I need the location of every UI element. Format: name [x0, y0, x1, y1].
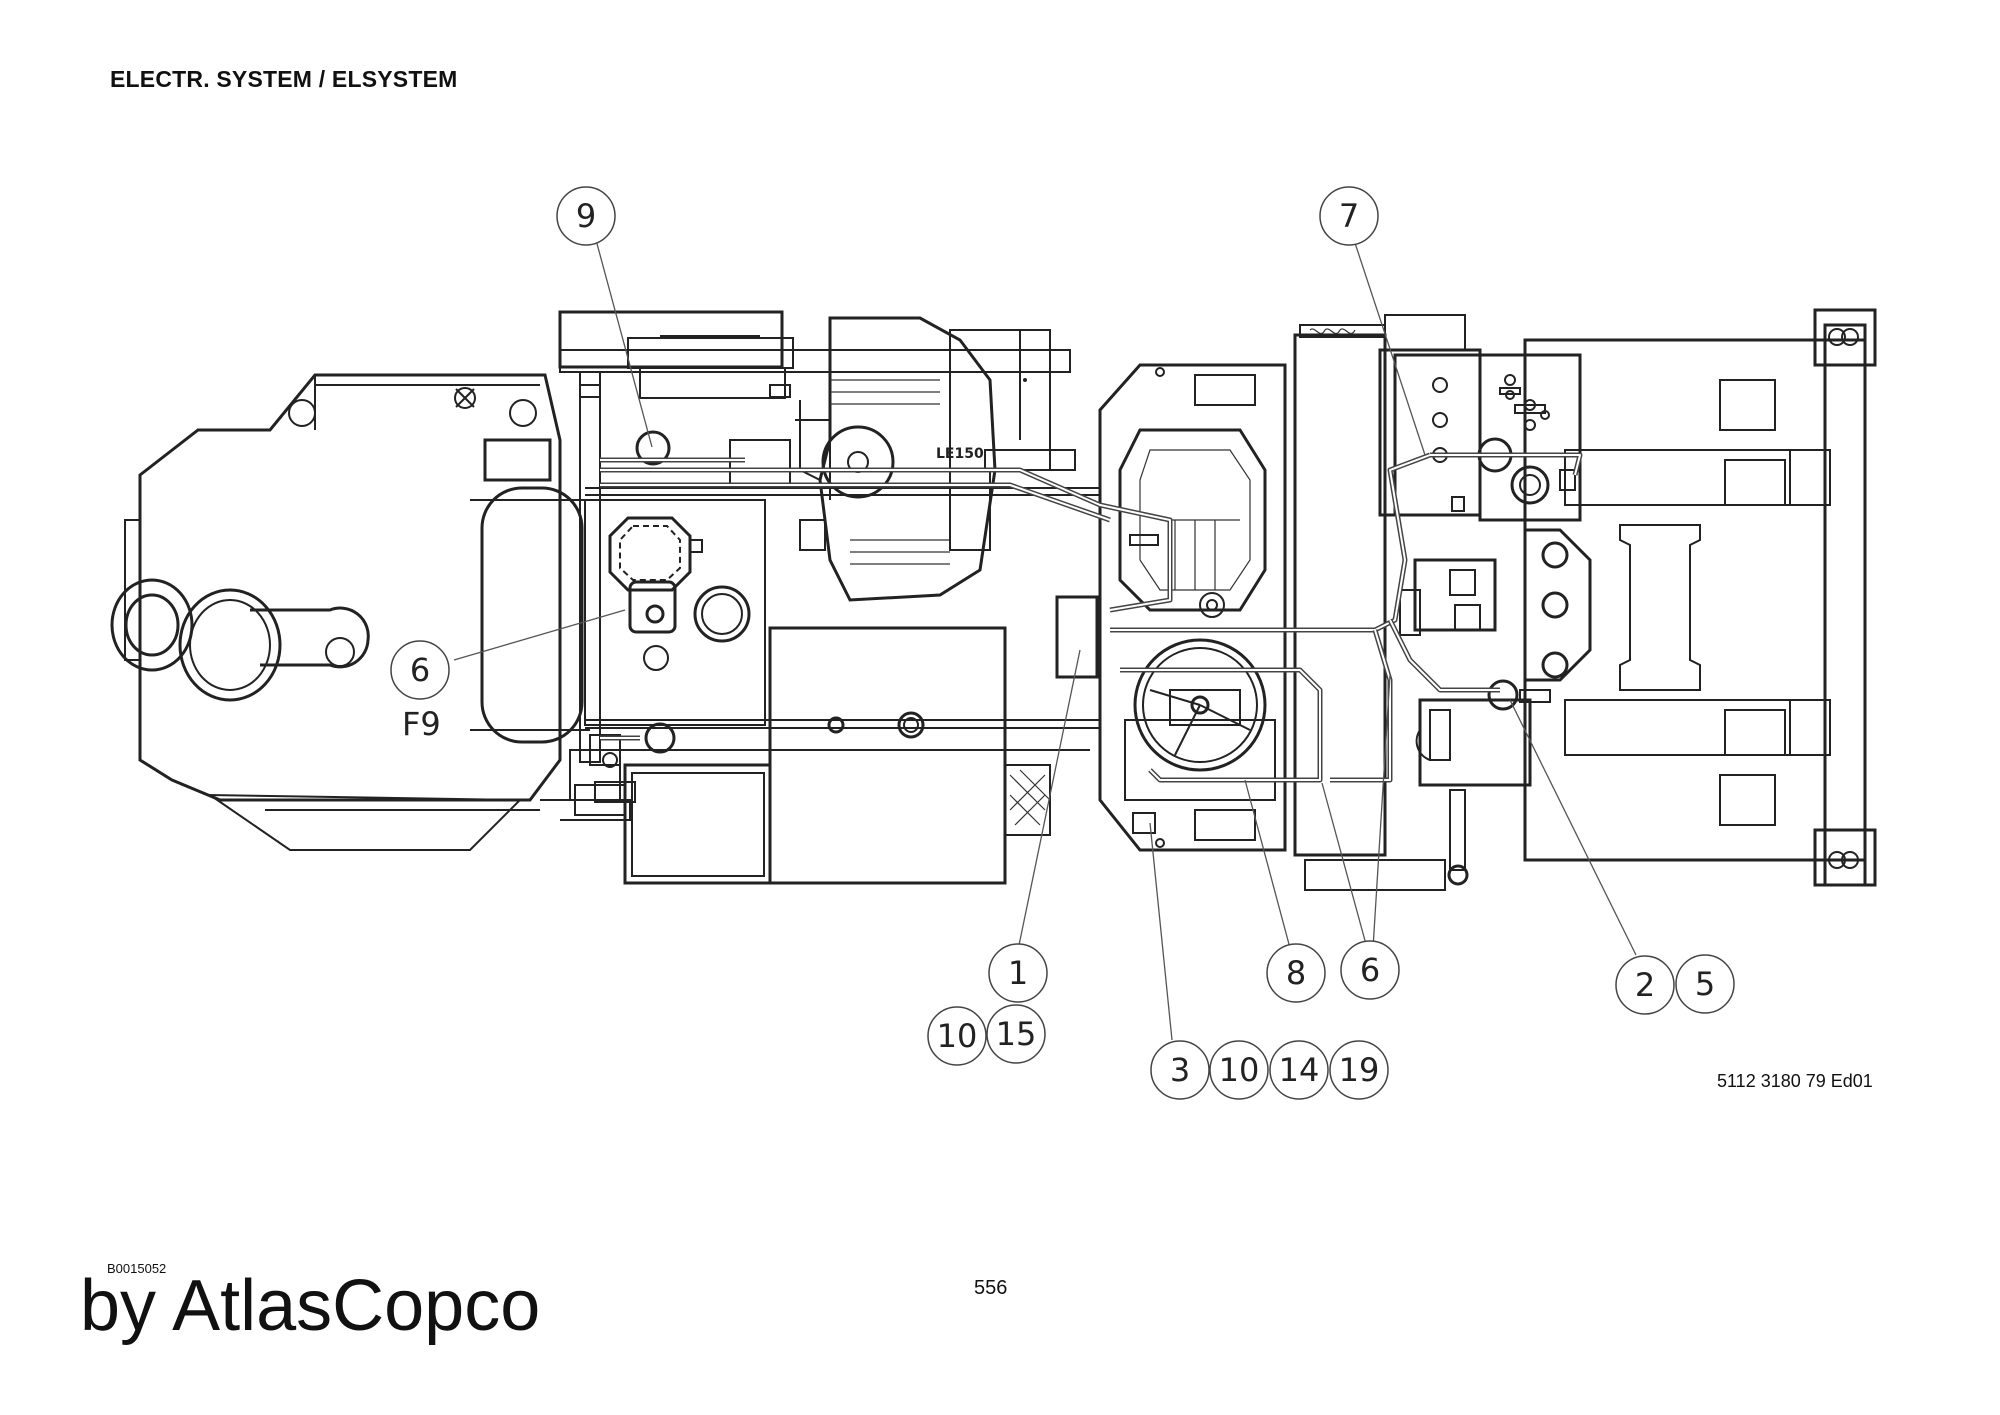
item-balloon: 8 — [1266, 943, 1326, 1003]
balloon-label: 3 — [1170, 1051, 1190, 1089]
balloon-label: 19 — [1339, 1051, 1380, 1089]
rear-hood — [110, 373, 562, 851]
air-tank — [470, 438, 590, 744]
engine-label: LE150 — [936, 446, 984, 462]
item-balloon: 3 — [1150, 1040, 1210, 1100]
balloon-label: 7 — [1339, 197, 1359, 235]
balloon-label: 2 — [1635, 966, 1655, 1004]
engine-frame — [540, 310, 1101, 821]
item-balloon: 6 — [390, 640, 450, 700]
brand-watermark: by AtlasCopco — [80, 1266, 541, 1346]
item-balloon: 10 — [927, 1006, 987, 1066]
page-title: ELECTR. SYSTEM / ELSYSTEM — [110, 66, 458, 92]
document-id: B0015052 — [107, 1261, 167, 1276]
valve-block — [1393, 353, 1582, 886]
item-balloon: 15 — [986, 1004, 1046, 1064]
fuse-label: F9 — [402, 705, 441, 743]
item-balloon: 14 — [1269, 1040, 1329, 1100]
leader-lines — [453, 239, 1637, 1041]
balloon-label: 14 — [1279, 1051, 1320, 1089]
balloon-label: 9 — [576, 197, 596, 235]
balloon-label: 6 — [1360, 951, 1380, 989]
balloon-label: 10 — [1219, 1051, 1260, 1089]
bulkhead — [1293, 314, 1482, 891]
drawing-number: 5112 3180 79 Ed01 — [1717, 1071, 1873, 1091]
balloon-label: 8 — [1286, 954, 1306, 992]
wiring-harness — [600, 452, 1583, 783]
item-balloon: 19 — [1329, 1040, 1389, 1100]
item-balloon: 5 — [1675, 954, 1735, 1014]
page-number: 556 — [974, 1277, 1008, 1299]
item-balloon: 6 — [1340, 940, 1400, 1000]
balloon-label: 1 — [1008, 954, 1028, 992]
balloon-label: 10 — [937, 1017, 978, 1055]
balloon-label: 15 — [996, 1015, 1037, 1053]
item-balloon: 2 — [1615, 955, 1675, 1015]
engine: LE150 — [729, 316, 1076, 602]
fuel-tank — [623, 626, 1051, 885]
item-balloon: 10 — [1209, 1040, 1269, 1100]
balloon-label: 5 — [1695, 965, 1715, 1003]
item-balloon: 9 — [556, 186, 616, 246]
item-balloon: 1 — [988, 943, 1048, 1003]
front-frame — [1523, 308, 1877, 887]
operator-cab — [1055, 363, 1287, 852]
balloon-label: 6 — [410, 651, 430, 689]
item-balloon: 7 — [1319, 186, 1379, 246]
